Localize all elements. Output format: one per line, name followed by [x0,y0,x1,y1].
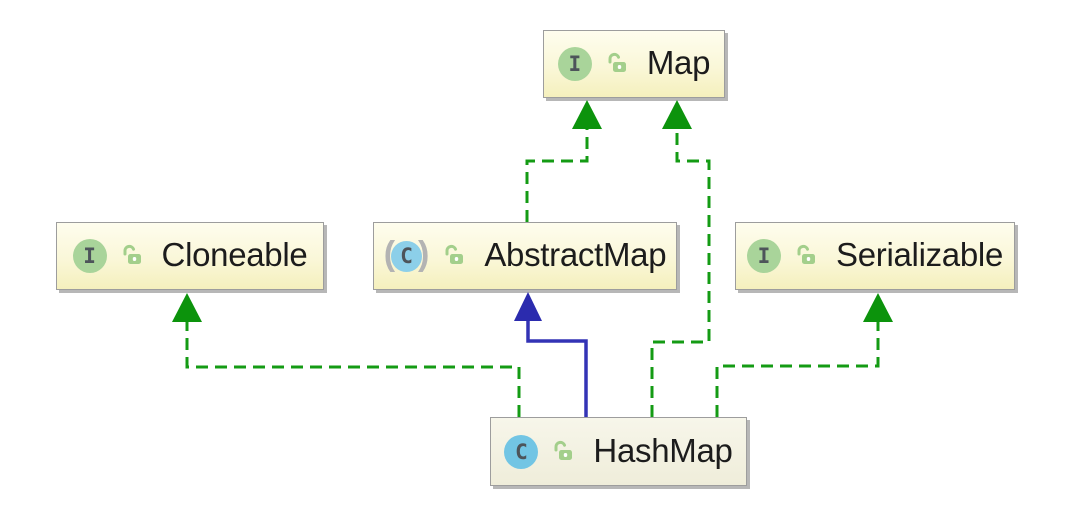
class-icon-letter-wrap: C [391,240,423,272]
node-label-serializable: Serializable [836,236,1003,273]
class-node-cloneable[interactable]: I Cloneable [56,222,324,290]
unlock-icon [797,244,815,264]
interface-icon-letter: I [568,52,582,76]
class-node-serializable[interactable]: I Serializable [735,222,1015,290]
class-icon-letter: C [515,439,528,464]
interface-icon-letter: I [757,244,771,268]
node-label-cloneable: Cloneable [161,236,308,273]
unlock-icon [608,52,626,72]
class-icon-letter: C [400,244,413,268]
edge-hashmap-implements-serializable [715,293,893,417]
edge-abstractmap-implements-map [525,100,602,222]
class-node-map[interactable]: I Map [543,30,725,98]
unlock-icon [554,440,573,460]
interface-icon: I [747,239,781,273]
edge-hashmap-extends-abstractmap [514,292,588,417]
arrowhead-implements-map-right [662,100,692,129]
unlock-icon [123,244,141,264]
interface-icon: I [72,239,107,273]
edge-hashmap-implements-cloneable [172,293,521,417]
node-label-abstractmap: AbstractMap [484,236,667,273]
class-icon: C [504,434,539,469]
arrowhead-implements-cloneable [172,293,202,322]
arrowhead-implements-serializable [863,293,893,322]
arrowhead-implements-map-left [572,100,602,129]
abstract-paren-close: ) [418,235,430,273]
interface-icon-letter: I [83,244,96,268]
interface-icon: I [557,47,592,81]
arrowhead-extends-abstractmap [514,292,542,321]
abstract-paren-open: ( [383,235,396,273]
abstract-class-icon: ( C ) [383,235,430,275]
class-node-abstractmap[interactable]: ( C ) AbstractMap [373,222,677,290]
class-node-hashmap[interactable]: C HashMap [490,417,747,486]
node-label-hashmap: HashMap [593,431,733,469]
unlock-icon [445,244,464,264]
node-label-map: Map [646,44,711,81]
